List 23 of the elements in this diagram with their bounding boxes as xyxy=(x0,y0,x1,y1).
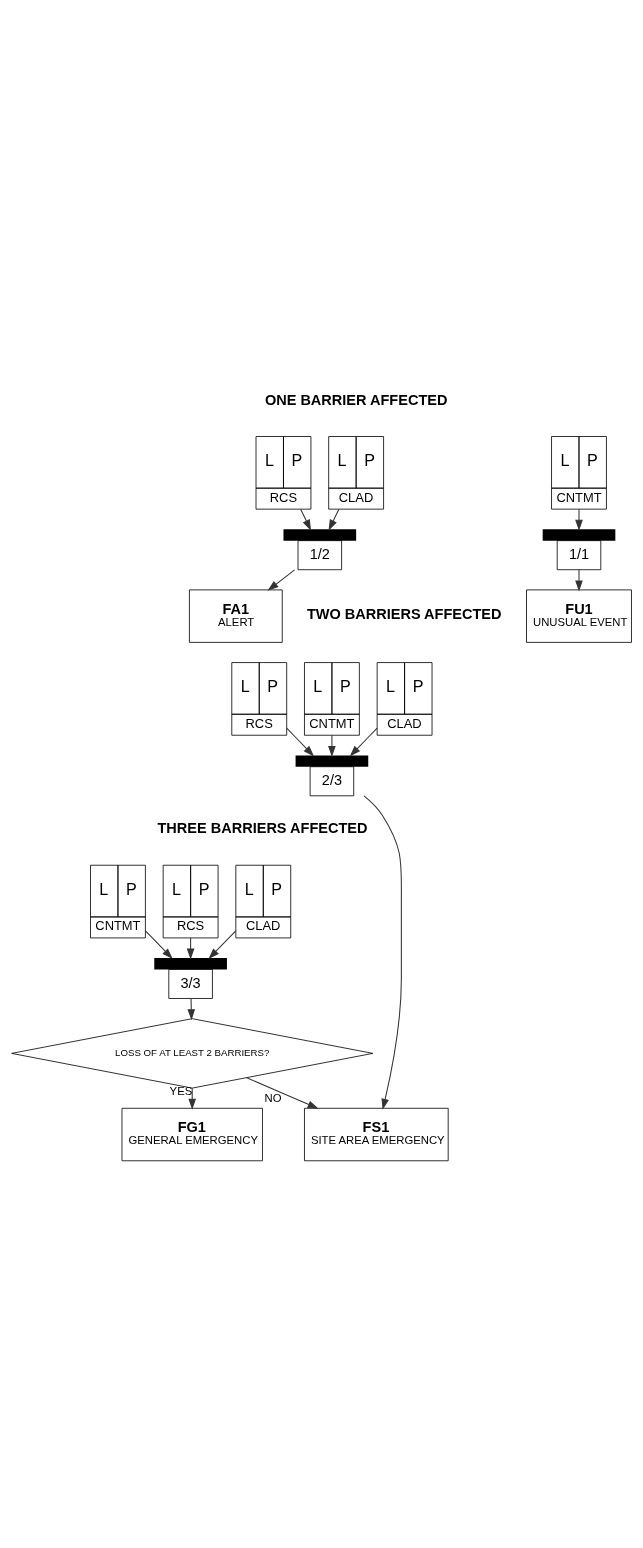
node-box: FU1 UNUSUAL EVENT xyxy=(526,589,632,643)
label: TWO BARRIERS AFFECTED xyxy=(306,605,502,622)
arrow xyxy=(188,1087,197,1110)
arrow xyxy=(300,508,312,531)
arrow xyxy=(363,795,402,1110)
node-box: FG1 GENERAL EMERGENCY xyxy=(121,1107,263,1162)
label: THREE BARRIERS AFFECTED xyxy=(157,820,368,837)
arrow xyxy=(349,727,378,757)
arrow xyxy=(144,930,173,960)
arrow xyxy=(575,508,583,531)
node-box: FS1 SITE AREA EMERGENCY xyxy=(304,1107,449,1162)
node-box: FA1 ALERT xyxy=(189,589,283,643)
arrow xyxy=(267,569,296,591)
arrow xyxy=(246,1077,319,1109)
arrow xyxy=(208,930,237,960)
edge-label: NO xyxy=(264,1091,282,1104)
arrow xyxy=(575,569,583,592)
arrow xyxy=(286,727,315,757)
arrow xyxy=(328,508,340,531)
arrow xyxy=(187,998,196,1021)
arrow xyxy=(328,734,336,757)
arrow xyxy=(186,937,195,960)
label: ONE BARRIER AFFECTED xyxy=(264,391,448,408)
